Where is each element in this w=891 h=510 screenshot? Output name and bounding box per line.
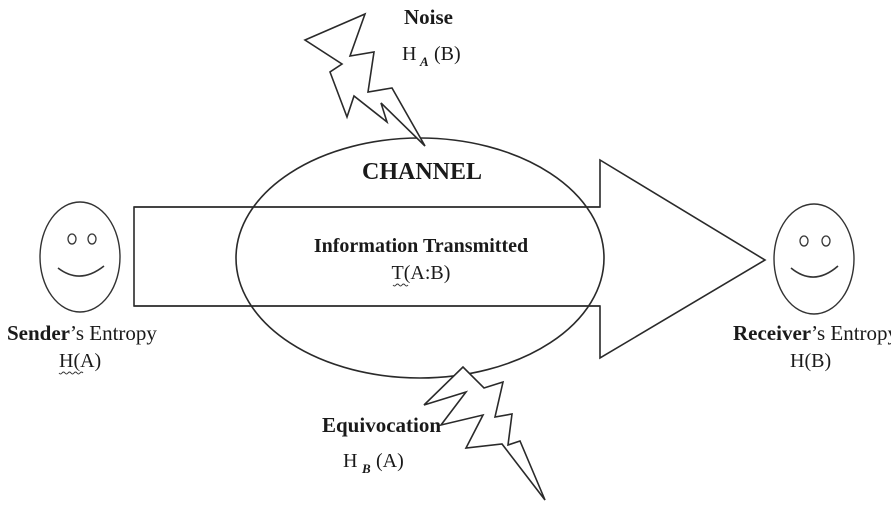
equivocation-lightning-icon [423, 365, 546, 501]
svg-text:B: B [361, 461, 371, 476]
sender-entropy-symbol: H(A) [59, 350, 101, 372]
information-transmitted-symbol: T(A:B) [392, 262, 451, 284]
svg-text:(A): (A) [376, 450, 404, 472]
sender-symbol-squiggle [58, 371, 84, 375]
channel-title: CHANNEL [362, 159, 482, 185]
equivocation-symbol: H B (A) [343, 450, 404, 476]
receiver-entropy-label: Receiver’s Entropy [733, 321, 891, 345]
svg-text:(B): (B) [434, 43, 461, 65]
svg-text:H: H [343, 450, 357, 472]
sender-entropy-label: Sender’s Entropy [7, 321, 157, 345]
svg-text:H: H [402, 43, 416, 65]
sender-smiley-icon [39, 201, 121, 313]
receiver-entropy-symbol: H(B) [790, 350, 831, 372]
receiver-smiley-icon [773, 203, 855, 315]
svg-text:A: A [419, 54, 429, 69]
info-symbol-squiggle [392, 283, 409, 287]
equivocation-label: Equivocation [322, 413, 441, 437]
transmission-arrow [133, 158, 767, 360]
information-transmitted-label: Information Transmitted [314, 235, 528, 257]
noise-label: Noise [404, 5, 453, 29]
noise-lightning-icon [303, 12, 426, 147]
noise-symbol: H A (B) [402, 43, 461, 69]
